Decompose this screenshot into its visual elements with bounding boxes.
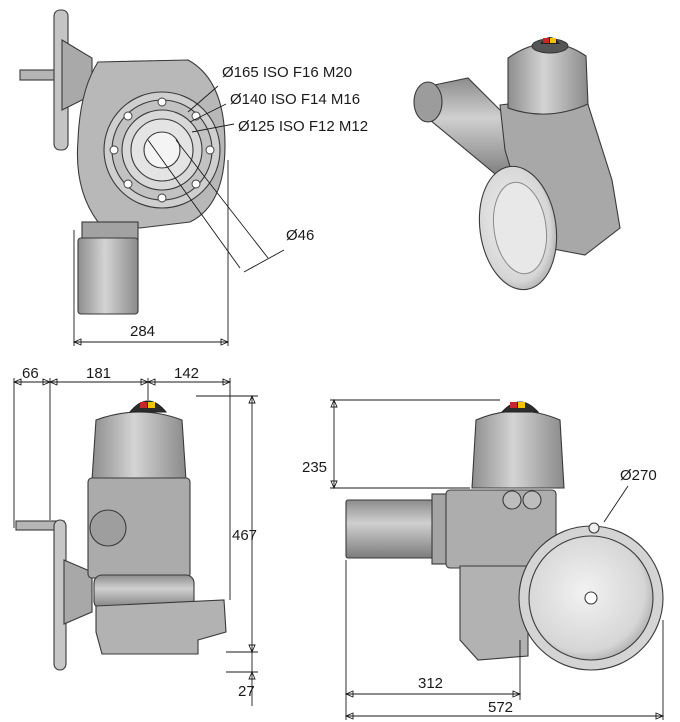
label-flange-125: Ø125 ISO F12 M12: [238, 118, 368, 135]
iso-indicator-yellow: [550, 38, 556, 43]
side-indicator-red: [140, 402, 147, 408]
label-bore-46: Ø46: [286, 227, 314, 244]
top-base: [459, 565, 529, 661]
top-cable-entry-1: [502, 490, 522, 510]
bore: [143, 131, 181, 169]
top-view: 235 Ø270 312 572: [302, 398, 665, 720]
top-motor: [345, 499, 439, 559]
top-indicator-yellow: [518, 402, 525, 408]
motor-stub: [81, 221, 139, 241]
label-flange-140: Ø140 ISO F14 M16: [230, 91, 360, 108]
top-indicator-red: [510, 402, 517, 408]
motor-body: [77, 237, 139, 315]
label-dim-142: 142: [174, 365, 199, 382]
label-height-467: 467: [232, 527, 257, 544]
side-view: 66 181 142 467 27: [12, 365, 258, 706]
side-indicator-yellow: [148, 402, 155, 408]
label-dim-66: 66: [22, 365, 39, 382]
label-handwheel-270: Ø270: [620, 467, 657, 484]
iso-motor-end: [413, 81, 443, 123]
side-handwheel-hub: [63, 559, 93, 625]
label-dim-181: 181: [86, 365, 111, 382]
label-height-235: 235: [302, 459, 327, 476]
side-cover: [91, 411, 187, 481]
front-flange-view: Ø165 ISO F16 M20 Ø140 ISO F14 M16 Ø125 I…: [19, 9, 368, 346]
iso-cover: [507, 42, 589, 115]
top-cover: [471, 410, 565, 489]
label-dim-312: 312: [418, 675, 443, 692]
iso-indicator-red: [543, 38, 549, 43]
side-switch-box: [89, 509, 127, 547]
label-flange-165: Ø165 ISO F16 M20: [222, 64, 352, 81]
top-handwheel-knob: [588, 522, 600, 534]
label-width-284: 284: [130, 323, 155, 340]
top-handwheel-hub: [584, 591, 598, 605]
flange-bolt-holes: [109, 97, 215, 203]
isometric-view: [413, 37, 621, 291]
label-dim-27: 27: [238, 683, 255, 700]
side-base: [95, 599, 227, 655]
label-length-572: 572: [488, 699, 513, 716]
top-cable-entry-2: [522, 490, 542, 510]
iso-handwheel-inner: [492, 181, 548, 275]
